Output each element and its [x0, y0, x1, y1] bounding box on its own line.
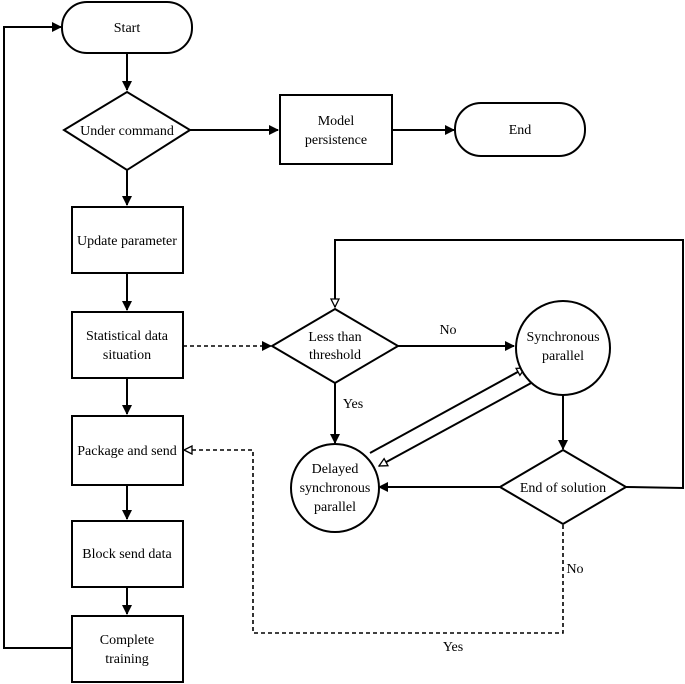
block-send-label: Block send data	[82, 547, 172, 562]
edge-complete-loop-to-start	[3, 22, 72, 649]
end-of-solution-decision: End of solution	[498, 448, 628, 526]
package-send-label: Package and send	[77, 444, 177, 459]
synchronous-parallel-label-line-2: parallel	[542, 349, 584, 364]
edges	[3, 22, 684, 649]
delayed-sync-label-line-2: synchronous	[300, 481, 371, 496]
package-send-node: Package and send	[71, 415, 184, 486]
statistical-data-label-line-1: Statistical data	[86, 329, 169, 344]
model-persistence-label-line-2: persistence	[305, 133, 367, 148]
less-than-threshold-label-line-1: Less than	[308, 330, 361, 345]
edge-delayed-to-synchronous	[369, 367, 525, 454]
delayed-sync-label-line-1: Delayed	[312, 462, 359, 477]
complete-training-label-line-1: Complete	[100, 633, 154, 648]
synchronous-parallel-node: Synchronous parallel	[515, 300, 611, 396]
less-than-threshold-label-line-2: threshold	[309, 348, 361, 363]
statistical-data-node: Statistical data situation	[71, 311, 184, 379]
model-persistence-node: Model persistence	[279, 94, 393, 165]
edge-synchronous-to-delayed	[379, 381, 534, 467]
synchronous-parallel-label-line-1: Synchronous	[526, 330, 599, 345]
end-node: End	[454, 102, 586, 157]
statistical-data-label-line-2: situation	[103, 348, 151, 363]
edge-label-solution-no: No	[566, 562, 583, 577]
end-of-solution-label: End of solution	[520, 481, 606, 496]
under-command-label: Under command	[80, 124, 174, 139]
update-parameter-label: Update parameter	[77, 234, 177, 249]
model-persistence-label-line-1: Model	[318, 114, 355, 129]
edge-end-of-solution-to-package	[184, 450, 564, 634]
end-label: End	[509, 123, 532, 138]
less-than-threshold-decision: Less than threshold	[270, 307, 400, 385]
start-label: Start	[114, 21, 141, 36]
edge-label-bottom-yes: Yes	[443, 640, 463, 655]
under-command-decision: Under command	[62, 90, 192, 172]
edge-end-of-solution-loop-to-threshold	[335, 239, 684, 490]
update-parameter-node: Update parameter	[71, 206, 184, 274]
delayed-sync-label-line-3: parallel	[314, 500, 356, 515]
complete-training-node: Complete training	[71, 615, 184, 683]
delayed-synchronous-parallel-node: Delayed synchronous parallel	[290, 443, 380, 533]
edge-label-threshold-no: No	[439, 323, 456, 338]
complete-training-label-line-2: training	[105, 652, 149, 667]
start-node: Start	[61, 1, 193, 54]
edge-label-threshold-yes: Yes	[343, 397, 363, 412]
block-send-node: Block send data	[71, 520, 184, 588]
